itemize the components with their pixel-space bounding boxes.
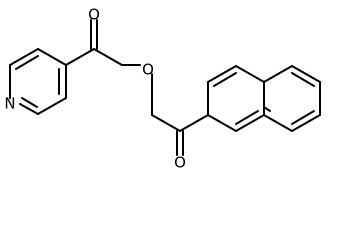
bond: [37, 48, 67, 66]
bond: [37, 97, 67, 115]
bond: [263, 114, 293, 132]
naphthalene-ring-system: [207, 65, 321, 132]
bond: [93, 48, 123, 66]
bond-inner: [213, 72, 237, 87]
bond: [19, 103, 39, 115]
bond: [65, 48, 95, 66]
atom-label-n-pyridine: N: [4, 95, 15, 113]
bond: [291, 65, 321, 83]
bond: [207, 65, 237, 83]
atom-label-o-ester: O: [142, 61, 154, 79]
bond-inner: [291, 72, 315, 87]
atom-label-o-carbonyl-ester: O: [88, 6, 100, 24]
ester-group: [65, 19, 181, 132]
bond-inner: [21, 97, 38, 108]
bond-inner: [15, 55, 39, 70]
bond: [179, 114, 209, 132]
ketone-group: [176, 114, 209, 156]
bond: [263, 65, 293, 83]
bond: [235, 114, 265, 132]
bond: [291, 114, 321, 132]
bond-inner-short: [263, 106, 271, 112]
atom-label-o-ketone: O: [174, 154, 186, 172]
chemical-structure-diagram: O O N O: [4, 6, 321, 172]
bond-inner: [291, 110, 315, 125]
pyridine-ring: [9, 48, 67, 115]
bond: [235, 65, 265, 83]
bond-inner: [235, 110, 259, 125]
bond: [9, 48, 39, 66]
bond: [151, 114, 181, 132]
bond: [207, 114, 237, 132]
